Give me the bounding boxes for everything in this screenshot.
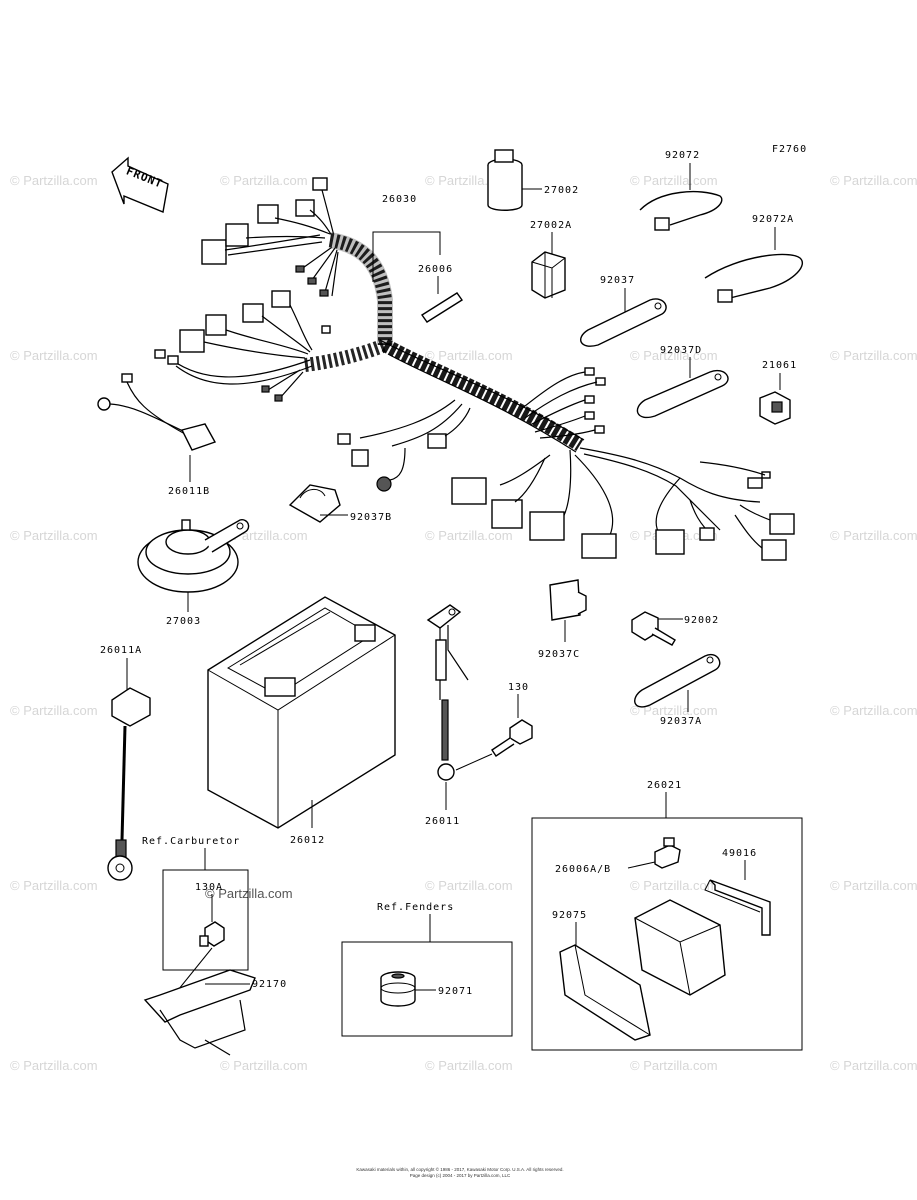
callout-26006: 26006	[418, 264, 453, 275]
horn-27003[interactable]	[137, 519, 250, 593]
fuse-26006[interactable]	[420, 292, 464, 323]
bolt-130[interactable]	[491, 719, 533, 757]
callout-26030: 26030	[382, 194, 417, 205]
callout-49016: 49016	[722, 848, 757, 859]
watermark: © Partzilla.com	[630, 348, 718, 363]
watermark: © Partzilla.com	[425, 348, 513, 363]
watermark: © Partzilla.com	[10, 1058, 98, 1073]
callout-92075: 92075	[552, 910, 587, 921]
part-21061[interactable]	[759, 391, 791, 425]
callout-27002: 27002	[544, 185, 579, 196]
callout-130: 130	[508, 682, 529, 693]
cover-92075[interactable]	[559, 944, 651, 1041]
callout-92037c: 92037C	[538, 649, 580, 660]
footer-design: Page design (c) 2004 - 2017 by Partzilla…	[410, 1173, 511, 1178]
callout-26011a: 26011A	[100, 645, 142, 656]
fuse-box-body[interactable]	[634, 899, 726, 996]
clamp-92037c[interactable]	[549, 579, 587, 621]
watermark: © Partzilla.com	[830, 173, 917, 188]
clamp-92037d[interactable]	[636, 369, 729, 419]
callout-92037a: 92037A	[660, 716, 702, 727]
watermark: © Partzilla.com	[830, 528, 917, 543]
figure-code: F2760	[772, 144, 807, 155]
watermark: © Partzilla.com	[830, 348, 917, 363]
watermark: © Partzilla.com	[630, 173, 718, 188]
callout-92170: 92170	[252, 979, 287, 990]
ref-fenders-box	[341, 941, 513, 1037]
fuse-box-group	[531, 817, 803, 1051]
relay-27002[interactable]	[487, 149, 523, 211]
wiring-harness[interactable]	[154, 177, 795, 561]
watermark: © Partzilla.com	[10, 348, 98, 363]
watermark: © Partzilla.com	[630, 878, 718, 893]
watermark-overlay: © Partzilla.com	[205, 886, 293, 901]
fuse-26006ab[interactable]	[654, 837, 681, 869]
bracket-49016[interactable]	[704, 879, 771, 936]
callout-26012: 26012	[290, 835, 325, 846]
ref-carburetor-box	[162, 869, 249, 971]
lead-26011a[interactable]	[107, 687, 151, 881]
callout-92002: 92002	[684, 615, 719, 626]
clamp-92037a[interactable]	[634, 653, 721, 708]
relay-27002a[interactable]	[531, 251, 566, 299]
watermark: © Partzilla.com	[10, 528, 98, 543]
ref-carburetor: Ref.Carburetor	[142, 836, 240, 847]
watermark: © Partzilla.com	[10, 878, 98, 893]
watermark: © Partzilla.com	[630, 1058, 718, 1073]
callout-92037: 92037	[600, 275, 635, 286]
watermark: © Partzilla.com	[425, 1058, 513, 1073]
callout-26006ab: 26006A/B	[555, 864, 611, 875]
callout-92071: 92071	[438, 986, 473, 997]
front-arrow-icon: FRONT	[111, 156, 169, 213]
watermark: © Partzilla.com	[830, 878, 917, 893]
bolt-130a[interactable]	[199, 921, 225, 947]
cable-tie-92072a[interactable]	[704, 253, 803, 303]
clamp-92037b[interactable]	[288, 484, 341, 523]
ref-fenders: Ref.Fenders	[377, 902, 454, 913]
lead-26011b[interactable]	[97, 373, 217, 451]
callout-26021: 26021	[647, 780, 682, 791]
footer-copyright: Kawasaki materials within, all copyright…	[356, 1166, 563, 1172]
watermark: © Partzilla.com	[425, 528, 513, 543]
bolt-92002[interactable]	[631, 611, 676, 646]
watermark-layer: © Partzilla.com © Partzilla.com © Partzi…	[10, 173, 917, 1073]
callout-92072: 92072	[665, 150, 700, 161]
callout-26011: 26011	[425, 816, 460, 827]
watermark: © Partzilla.com	[220, 173, 308, 188]
watermark: © Partzilla.com	[830, 703, 917, 718]
battery-26012[interactable]	[207, 596, 396, 829]
callout-27003: 27003	[166, 616, 201, 627]
watermark: © Partzilla.com	[10, 173, 98, 188]
callout-130a: 130A	[195, 882, 223, 893]
callout-21061: 21061	[762, 360, 797, 371]
callout-26011b: 26011B	[168, 486, 210, 497]
bracket-92170[interactable]	[143, 969, 256, 1056]
callout-27002a: 27002A	[530, 220, 572, 231]
lead-26011[interactable]	[426, 604, 469, 781]
callout-92037d: 92037D	[660, 345, 702, 356]
grommet-92071[interactable]	[380, 971, 416, 1007]
callout-92037b: 92037B	[350, 512, 392, 523]
callout-92072a: 92072A	[752, 214, 794, 225]
watermark: © Partzilla.com	[630, 703, 718, 718]
watermark: © Partzilla.com	[10, 703, 98, 718]
watermark: © Partzilla.com	[220, 1058, 308, 1073]
clamp-92037[interactable]	[580, 298, 667, 347]
watermark: © Partzilla.com	[425, 878, 513, 893]
watermark: © Partzilla.com	[830, 1058, 917, 1073]
cable-tie-92072[interactable]	[639, 191, 723, 231]
